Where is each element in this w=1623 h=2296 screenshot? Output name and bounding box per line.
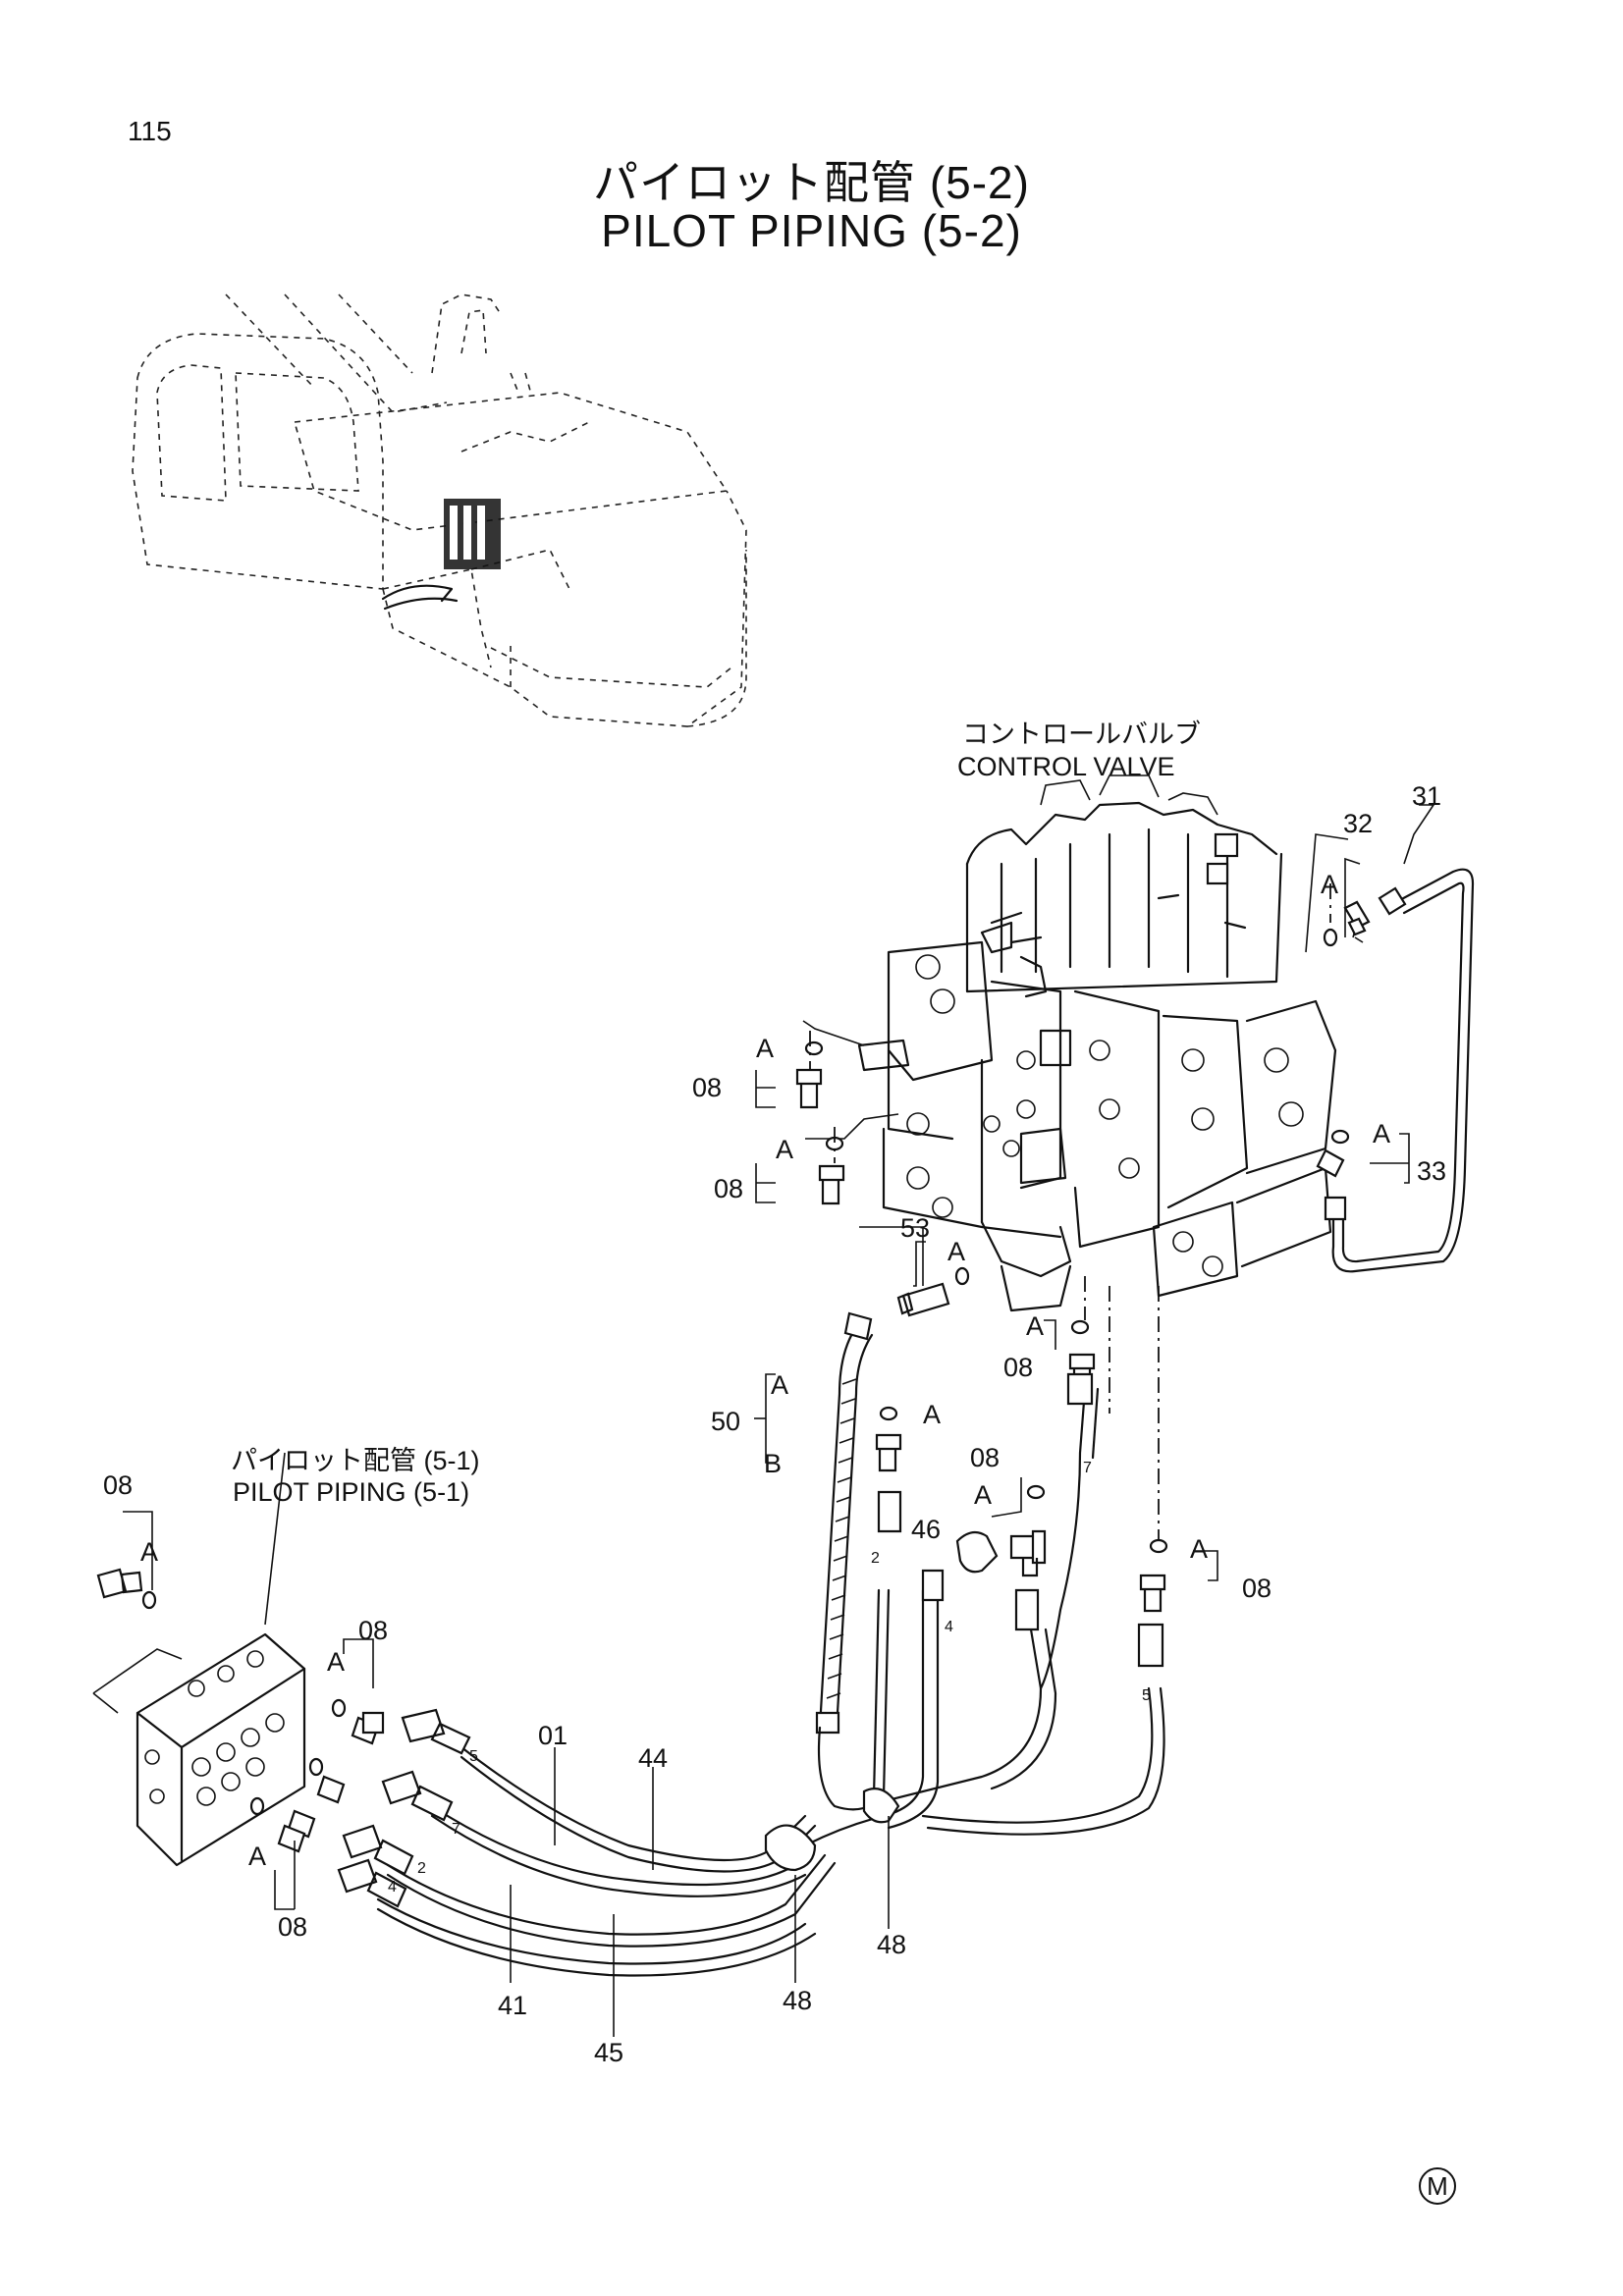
hose-bundle: [376, 1387, 1165, 1977]
left-manifold: [92, 1452, 385, 1910]
hose-mark-2-left: 2: [417, 1860, 426, 1877]
part-48-lower-label: 48: [783, 1986, 813, 2015]
control-valve-label-jp: コントロールバルブ: [962, 720, 1201, 749]
ref-a-50: A: [771, 1370, 789, 1400]
part-08-centre-label: 08: [970, 1443, 1001, 1472]
part-08-left-mid-label: 08: [358, 1616, 389, 1645]
valve-leader-lines: [755, 804, 1435, 1350]
hose-end-fittings: [277, 1372, 1164, 1908]
part-08-right-label: 08: [1242, 1574, 1272, 1603]
control-valve-label-en: CONTROL VALVE: [957, 752, 1175, 781]
part-01-label: 01: [538, 1721, 568, 1750]
ref-a-08-mid: A: [1026, 1311, 1045, 1341]
ref-a-left-low: A: [248, 1842, 267, 1871]
part-08-mid-label: 08: [1003, 1353, 1034, 1382]
ref-a-08-lower: A: [776, 1135, 794, 1164]
control-valve-body: [857, 774, 1337, 1312]
valve-location-highlight: [381, 499, 501, 611]
hose-mark-5-right: 5: [1142, 1687, 1151, 1704]
ref-a-08-upper: A: [756, 1034, 775, 1063]
hose-mark-4-right: 4: [945, 1619, 953, 1635]
part-48-upper-label: 48: [877, 1930, 907, 1959]
part-53-label: 53: [900, 1213, 931, 1243]
pipe-31: [1324, 868, 1475, 1273]
excavator-overview: [132, 294, 747, 727]
ref-a-33: A: [1373, 1119, 1391, 1148]
page-title-en: PILOT PIPING (5-2): [601, 205, 1022, 256]
m-mark: M: [1419, 2167, 1456, 2205]
hose-50: [815, 1311, 874, 1735]
part-45-label: 45: [594, 2038, 624, 2067]
hose-mark-5-left: 5: [469, 1748, 478, 1765]
part-08-lower-label: 08: [714, 1174, 744, 1203]
part-08-left-top-label: 08: [103, 1470, 134, 1500]
pilot-piping-5-1-label-en: PILOT PIPING (5-1): [233, 1477, 470, 1507]
page-title-jp: パイロット配管 (5-2): [593, 157, 1030, 208]
ref-a-53: A: [947, 1237, 966, 1266]
ref-a-32: A: [1321, 870, 1339, 899]
ref-a-left-top: A: [140, 1537, 159, 1567]
page-number: 115: [128, 116, 172, 146]
hose-mark-2-right: 2: [871, 1550, 880, 1567]
hose-mark-4-left: 4: [388, 1879, 397, 1896]
centre-lines: [809, 883, 1331, 1541]
part-44-label: 44: [638, 1743, 669, 1773]
ref-a-08-centre: A: [923, 1400, 942, 1429]
part-leaders: [510, 1226, 1218, 2037]
pilot-piping-5-1-label-jp: パイロット配管 (5-1): [231, 1446, 480, 1475]
hose-mark-7-right: 7: [1083, 1460, 1092, 1476]
part-41-label: 41: [498, 1991, 528, 2020]
part-46-label: 46: [911, 1515, 942, 1544]
part-08-left-low-label: 08: [278, 1912, 308, 1942]
part-08-upper-label: 08: [692, 1073, 723, 1102]
hose-mark-7-left: 7: [452, 1821, 460, 1838]
ref-a-46: A: [974, 1480, 993, 1510]
part-33-label: 33: [1417, 1156, 1447, 1186]
ref-a-left-mid: A: [327, 1647, 346, 1677]
part-31-label: 31: [1412, 781, 1442, 811]
ref-b-50: B: [764, 1449, 783, 1478]
part-50-label: 50: [711, 1407, 741, 1436]
part-32-label: 32: [1343, 809, 1374, 838]
ref-a-08-right: A: [1190, 1534, 1209, 1564]
